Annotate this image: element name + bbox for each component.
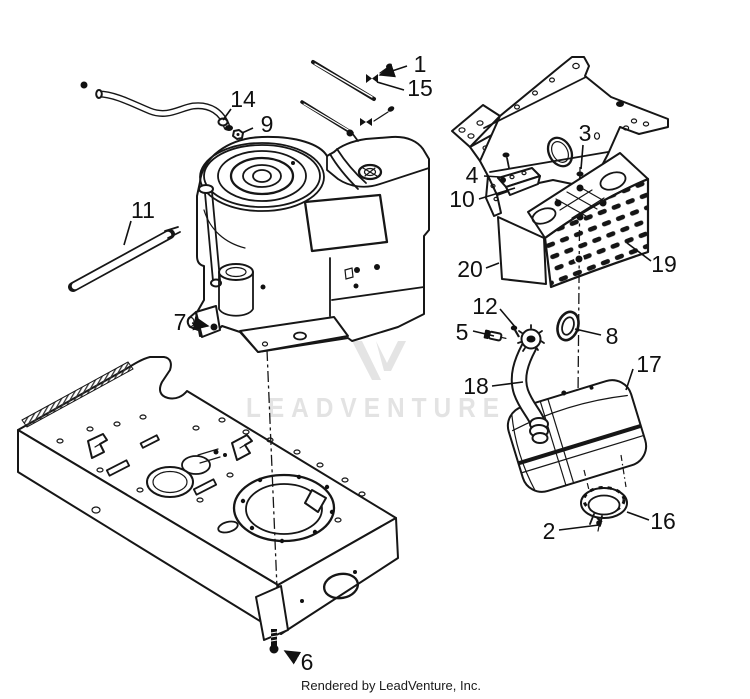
callout-leader-2 xyxy=(558,524,600,531)
bolt-4 xyxy=(502,152,510,169)
bolt-5 xyxy=(483,329,507,342)
part-number-callouts: 115 149 11 7 3 410 20 19 125 8 18 17 2 16 6 xyxy=(123,51,677,675)
footer-credit: Rendered by LeadVenture, Inc. xyxy=(301,678,481,693)
callout-leader-6 xyxy=(283,650,302,665)
part-label-14: 14 xyxy=(230,86,256,112)
part-label-5: 5 xyxy=(456,319,469,345)
part-label-2: 2 xyxy=(543,518,556,544)
engine-mounting-bracket xyxy=(451,56,669,217)
oil-drain-tube xyxy=(80,81,244,140)
callout-leader-16 xyxy=(626,511,650,521)
gasket-8 xyxy=(556,310,580,342)
callout-leader-1 xyxy=(378,63,408,78)
callout-leader-3 xyxy=(580,144,584,170)
bolt-7 xyxy=(210,323,218,331)
part-label-15: 15 xyxy=(407,75,433,101)
part-label-18: 18 xyxy=(463,373,489,399)
clamp-alignment-lines xyxy=(583,454,627,495)
part-label-3: 3 xyxy=(579,120,592,146)
callout-leader-18 xyxy=(491,381,524,387)
part-label-20: 20 xyxy=(457,256,483,282)
bolt-2 xyxy=(596,517,603,532)
muffler xyxy=(506,379,648,493)
callout-leader-11 xyxy=(123,220,132,246)
grille-louvers xyxy=(543,177,650,289)
small-bracket-10 xyxy=(497,167,541,196)
callout-leader-14 xyxy=(222,108,232,121)
exhaust-pipe xyxy=(510,338,549,444)
support-rod-11 xyxy=(68,226,181,292)
bolt-6 xyxy=(269,629,279,654)
engine-assembly xyxy=(186,135,430,353)
part-label-4: 4 xyxy=(466,162,479,188)
callout-leader-4 xyxy=(483,175,501,178)
leadventure-watermark-text: LEADVENTURE xyxy=(246,392,506,423)
heat-shield-grille xyxy=(527,152,650,289)
part-label-9: 9 xyxy=(261,111,274,137)
callout-leader-7 xyxy=(191,316,210,331)
muffler-centerline xyxy=(577,166,581,399)
frame-chassis xyxy=(17,356,399,654)
exhaust-clamp-16 xyxy=(580,486,628,532)
baffle-panel-20 xyxy=(497,216,547,285)
part-label-16: 16 xyxy=(650,508,676,534)
tube-fitting xyxy=(217,117,229,127)
engine-centerline xyxy=(266,349,278,589)
callout-leader-10 xyxy=(478,187,516,200)
throttle-choke-rods xyxy=(300,60,395,142)
callout-leader-8 xyxy=(574,328,602,336)
callout-leader-15 xyxy=(376,81,405,91)
callout-leader-9 xyxy=(241,127,254,134)
part-label-7: 7 xyxy=(174,309,187,335)
part-label-1: 1 xyxy=(414,51,427,77)
callout-leader-19 xyxy=(626,242,652,262)
part-label-11: 11 xyxy=(131,197,155,223)
part-label-12: 12 xyxy=(472,293,498,319)
callout-leader-17 xyxy=(625,368,634,391)
clip-15 xyxy=(366,74,378,83)
callout-leader-20 xyxy=(485,262,500,269)
part-label-8: 8 xyxy=(606,323,619,349)
exhaust-flange-gasket-12 xyxy=(517,324,545,352)
part-label-10: 10 xyxy=(449,186,475,212)
part-label-19: 19 xyxy=(651,251,677,277)
callout-leader-12 xyxy=(499,308,517,329)
part-label-6: 6 xyxy=(301,649,314,675)
callout-leader-5 xyxy=(472,330,495,337)
part-label-17: 17 xyxy=(636,351,662,377)
deck-grid xyxy=(555,185,607,219)
